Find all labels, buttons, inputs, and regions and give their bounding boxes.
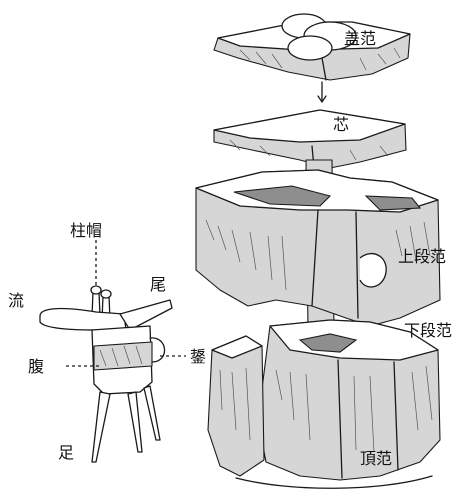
top-mold-label: 頂范: [360, 449, 392, 468]
lid-mold-piece: [214, 14, 410, 80]
lower-mold-label: 下段范: [404, 321, 452, 340]
jue-vessel: [40, 240, 172, 462]
lid-mold-label: 盖范: [344, 29, 376, 48]
tail-label: 尾: [150, 275, 166, 294]
side-mold-panel: [208, 336, 264, 476]
core-label: 芯: [333, 115, 349, 134]
upper-mold-label: 上段范: [398, 247, 446, 266]
assembly-arrow: [318, 82, 326, 102]
spout-label: 流: [8, 291, 24, 310]
belly-label: 腹: [28, 357, 44, 376]
column-cap-label: 柱帽: [70, 221, 102, 240]
lower-mold-piece: [258, 320, 440, 480]
handle-label: 鋬: [190, 347, 206, 366]
foot-label: 足: [58, 443, 74, 462]
